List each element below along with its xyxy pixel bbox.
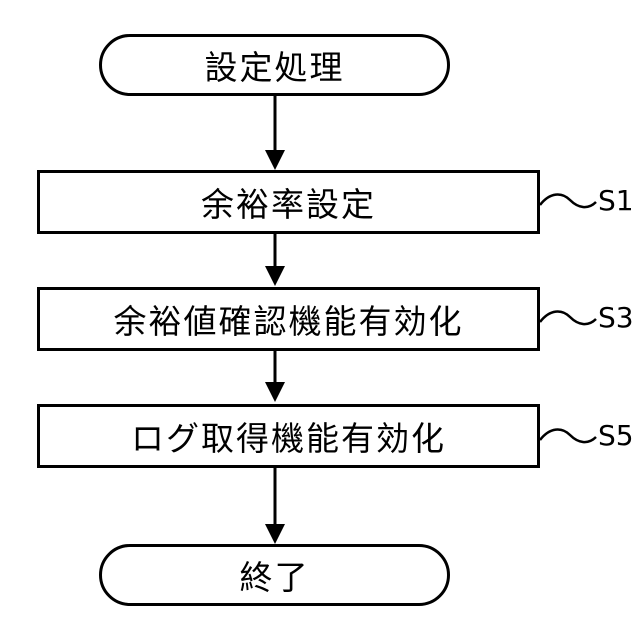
end-terminal-label: 終了 [240, 551, 310, 599]
process-label-s5: ログ取得機能有効化 [131, 412, 446, 460]
process-label-s3: 余裕値確認機能有効化 [114, 295, 464, 343]
start-terminal-label: 設定処理 [205, 41, 345, 89]
process-box-s1: 余裕率設定 [37, 170, 540, 234]
arrow-s5-to-end [265, 467, 285, 544]
step-id-s3: S3 [598, 301, 634, 334]
arrow-s1-to-s3 [265, 233, 285, 286]
leader-line-s5 [540, 430, 596, 443]
process-box-s3: 余裕値確認機能有効化 [37, 287, 540, 351]
start-terminal: 設定処理 [99, 34, 450, 96]
process-box-s5: ログ取得機能有効化 [37, 404, 540, 468]
leader-line-s3 [540, 312, 596, 325]
arrow-start-to-s1 [265, 94, 285, 170]
end-terminal: 終了 [99, 544, 450, 606]
leader-line-s1 [540, 195, 596, 208]
step-id-s1: S1 [598, 184, 634, 217]
process-label-s1: 余裕率設定 [201, 178, 376, 226]
step-id-s5: S5 [598, 419, 634, 452]
arrow-s3-to-s5 [265, 350, 285, 402]
